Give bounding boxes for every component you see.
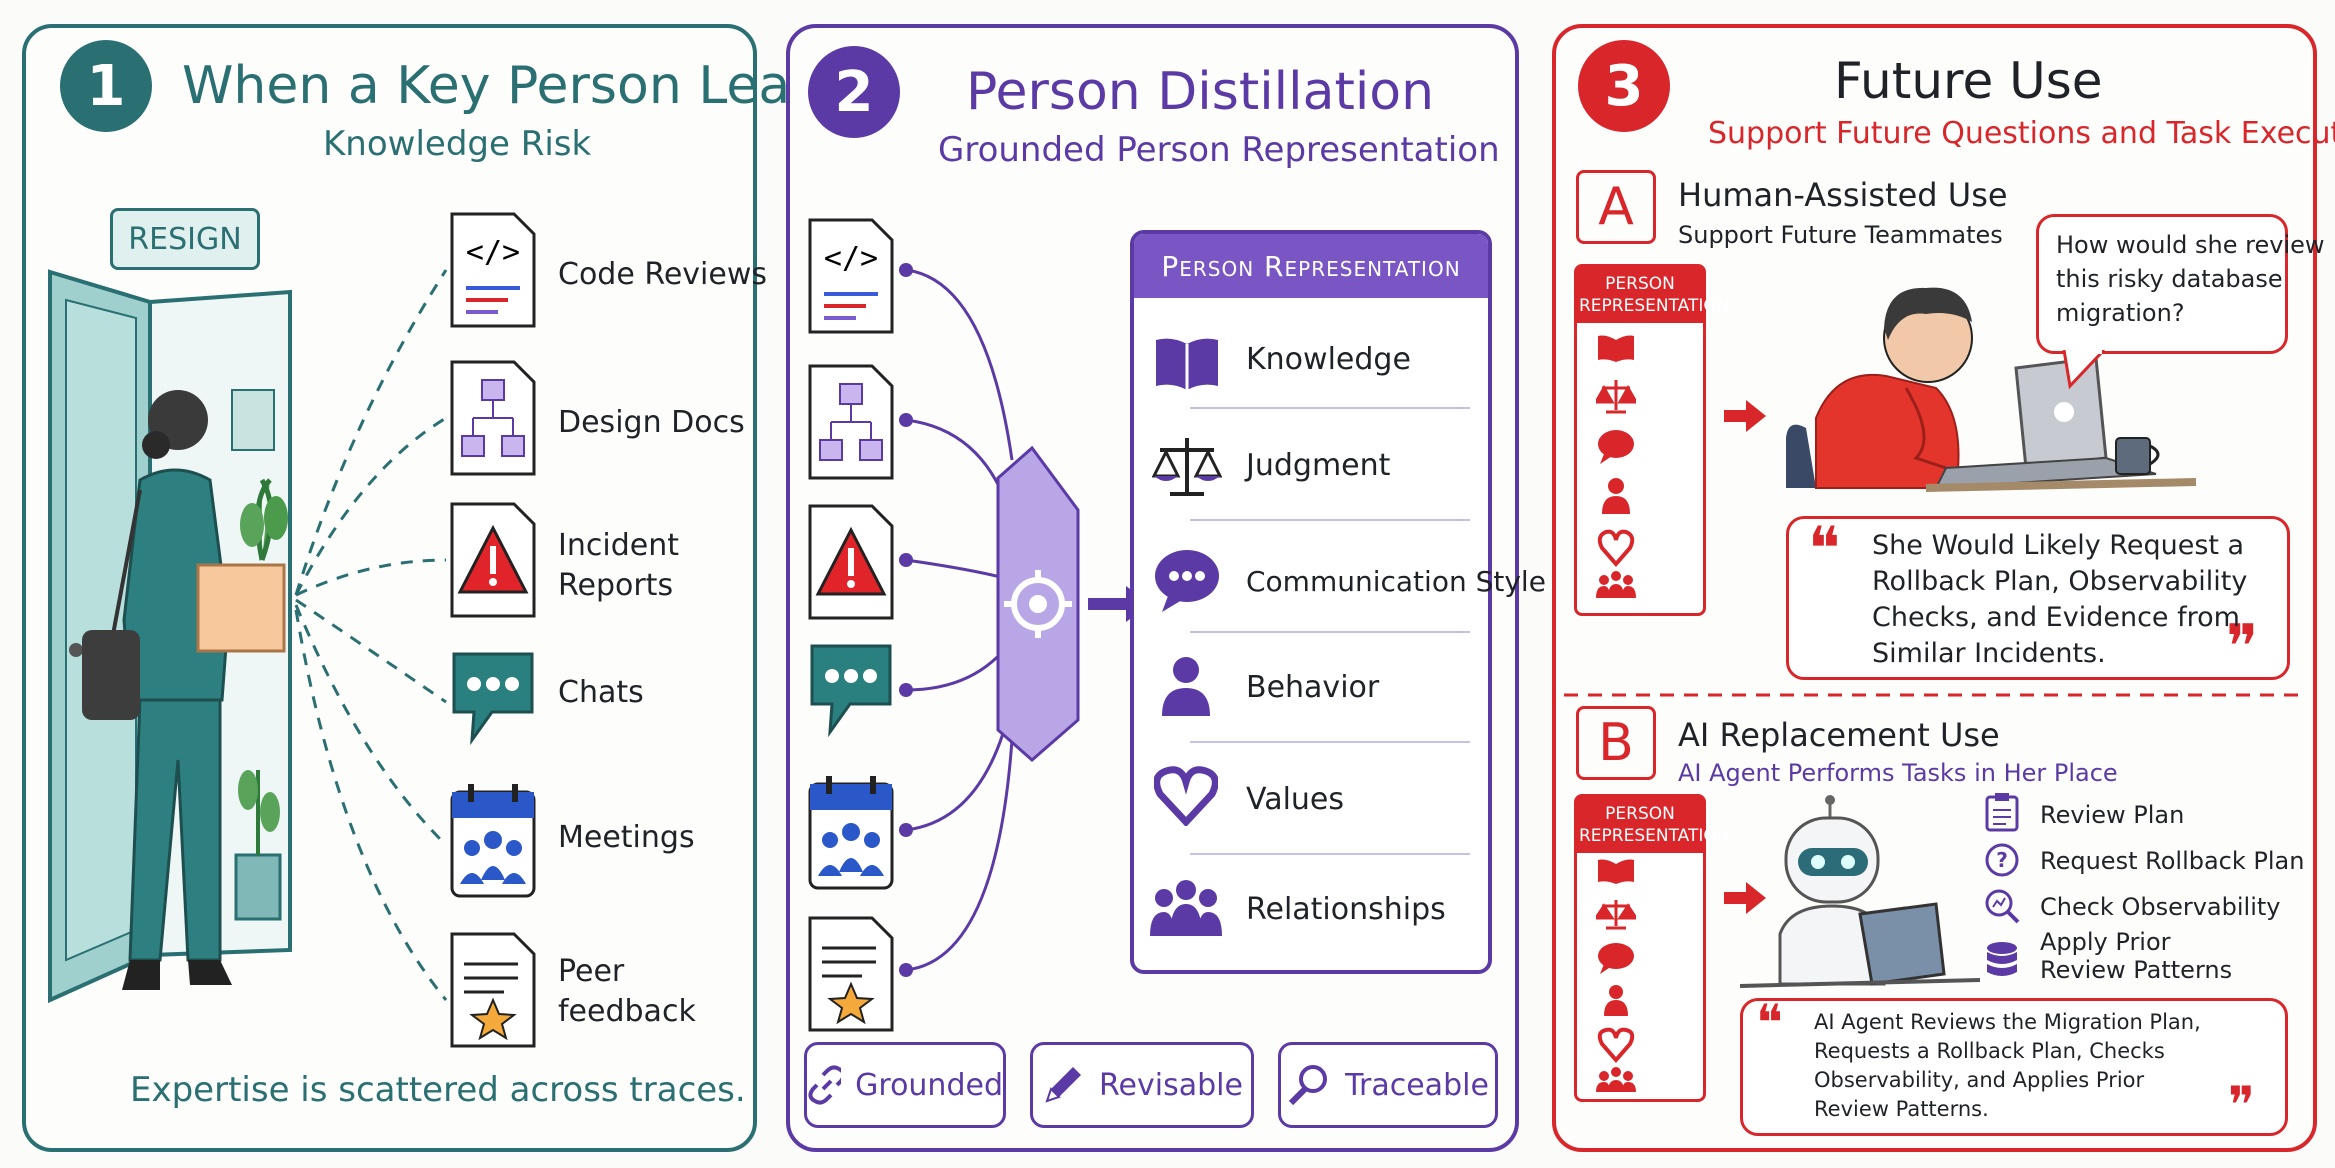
book-icon <box>1156 338 1218 390</box>
close-quote-icon: ❞ <box>2226 612 2259 682</box>
section-a-answer-text: She Would Likely Request a Rollback Plan… <box>1872 530 2248 669</box>
calendar-people-icon <box>450 784 536 898</box>
section-b-rep-label: PERSON REPRESENTATION <box>1577 797 1729 853</box>
representation-dividers <box>1190 407 1470 855</box>
heart-icon <box>1154 766 1218 826</box>
group-icon <box>1150 880 1222 936</box>
scales-icon <box>1152 438 1222 496</box>
panel2-subtitle: Grounded Person Representation <box>938 130 1500 170</box>
panel2-title: Person Distillation <box>966 62 1435 122</box>
section-a-rep-label: PERSON REPRESENTATION <box>1577 267 1729 323</box>
section-b-rep-icons <box>1596 859 1636 1092</box>
tab-traceable[interactable]: Traceable <box>1278 1042 1498 1128</box>
tab-grounded[interactable]: Grounded <box>804 1042 1006 1128</box>
calendar-people-icon <box>808 776 894 890</box>
task-apply-prior-review-patterns: Apply Prior Review Patterns <box>2040 928 2233 984</box>
person-representation-card: Person Representation <box>1130 230 1492 974</box>
section-a-letter: A <box>1576 170 1656 244</box>
panel1-subtitle: Knowledge Risk <box>323 124 592 164</box>
chat-bubble-icon <box>452 652 534 746</box>
magnifier-icon <box>1288 1065 1328 1106</box>
rep-item-communication-style: Communication Style <box>1246 565 1546 598</box>
clipboard-icon <box>1985 793 2019 832</box>
step-number-2: 2 <box>808 46 900 138</box>
rep-item-behavior: Behavior <box>1246 670 1380 705</box>
resign-sign: RESIGN <box>110 208 260 270</box>
panel1-title: When a Key Person Leaves <box>182 56 881 116</box>
section-b-letter: B <box>1576 706 1656 780</box>
tab-revisable[interactable]: Revisable <box>1030 1042 1254 1128</box>
item-label-design-docs: Design Docs <box>558 405 745 440</box>
section-a-subtitle: Support Future Teammates <box>1678 221 2003 249</box>
rep-item-judgment: Judgment <box>1246 448 1391 483</box>
task-review-plan: Review Plan <box>2040 801 2185 829</box>
question-bubble <box>2036 214 2288 354</box>
item-label-chats: Chats <box>558 675 644 710</box>
open-quote-icon: ❝ <box>1808 514 1841 584</box>
star-document-icon <box>450 932 536 1048</box>
person-representation-header: Person Representation <box>1134 234 1488 298</box>
section-a-person-representation: PERSON REPRESENTATION <box>1574 264 1729 616</box>
item-label-code-reviews: Code Reviews <box>558 257 768 292</box>
section-b-person-representation: PERSON REPRESENTATION <box>1574 794 1729 1102</box>
svg-text:</>: </> <box>466 235 520 270</box>
robot-at-laptop-illustration <box>1740 795 1980 988</box>
svg-text:?: ? <box>1996 848 2008 872</box>
chat-bubble-icon <box>810 644 892 738</box>
search-chart-icon <box>1985 889 2020 924</box>
person-icon <box>1162 657 1210 716</box>
rep-item-knowledge: Knowledge <box>1246 342 1411 377</box>
question-text: How would she review this risky database… <box>2056 231 2325 327</box>
task-check-observability: Check Observability <box>2040 893 2281 921</box>
flowchart-document-icon <box>808 364 894 480</box>
speech-bubble-icon <box>1155 550 1219 612</box>
svg-text:</>: </> <box>824 241 878 276</box>
step-number-3: 3 <box>1578 40 1670 132</box>
item-label-meetings: Meetings <box>558 820 695 855</box>
step-number-1: 1 <box>60 40 152 132</box>
section-b-answer-box <box>1740 998 2288 1136</box>
panel1-footer: Expertise is scattered across traces. <box>130 1070 746 1110</box>
warning-document-icon <box>450 502 536 618</box>
rep-item-values: Values <box>1246 782 1345 817</box>
panel3-subtitle: Support Future Questions and Task Execut… <box>1708 116 2335 151</box>
tab-revisable-label: Revisable <box>1099 1067 1243 1103</box>
item-label-peer-feedback: Peer feedback <box>558 954 696 1029</box>
flowchart-document-icon <box>450 360 536 476</box>
arrow-right-icon <box>1724 400 1766 432</box>
tab-grounded-label: Grounded <box>855 1067 1003 1103</box>
star-document-icon <box>808 916 894 1032</box>
person-leaving-illustration <box>48 269 448 1004</box>
question-bubble-tail <box>2062 350 2106 390</box>
code-document-icon: </> <box>450 212 536 328</box>
section-b-answer-text: AI Agent Reviews the Migration Plan, Req… <box>1814 1010 2201 1121</box>
section-b-title: AI Replacement Use <box>1678 716 2000 754</box>
section-a-answer-box <box>1786 516 2290 680</box>
question-circle-icon: ? <box>1985 843 2019 877</box>
arrow-right-icon <box>1724 882 1766 914</box>
section-a-rep-icons <box>1596 335 1636 598</box>
task-request-rollback-plan: Request Rollback Plan <box>2040 847 2305 875</box>
section-b-subtitle: AI Agent Performs Tasks in Her Place <box>1678 759 2118 787</box>
rep-item-relationships: Relationships <box>1246 892 1446 927</box>
code-document-icon: </> <box>808 218 894 334</box>
close-quote-icon: ❞ <box>2228 1076 2255 1134</box>
section-separator <box>1564 693 2304 697</box>
pencil-icon <box>1045 1067 1082 1103</box>
person-at-laptop-illustration <box>1786 287 2196 492</box>
open-quote-icon: ❝ <box>1756 994 1783 1052</box>
tab-traceable-label: Traceable <box>1345 1067 1489 1103</box>
database-icon <box>1987 942 2017 976</box>
link-icon <box>808 1065 842 1105</box>
item-label-incident-reports: Incident Reports <box>558 528 679 603</box>
panel3-title: Future Use <box>1834 52 2103 110</box>
section-a-title: Human-Assisted Use <box>1678 176 2008 214</box>
warning-document-icon <box>808 504 894 620</box>
